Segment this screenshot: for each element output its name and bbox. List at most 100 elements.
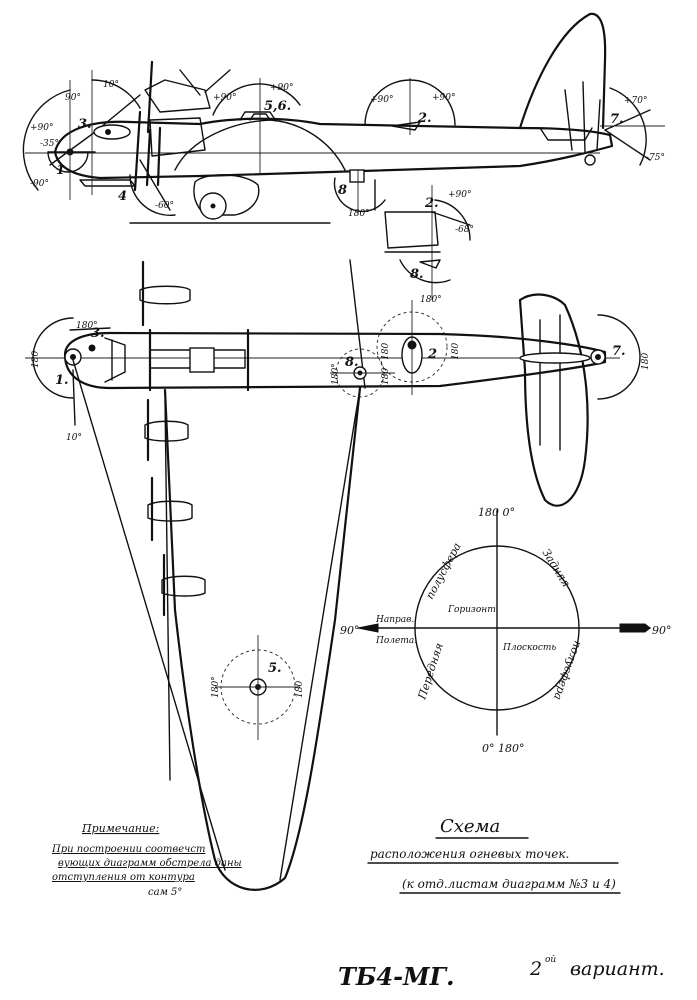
side-wheel-hub bbox=[210, 203, 216, 209]
label-side-point-1: 1 bbox=[56, 163, 65, 178]
label-plan-point-8: 8. bbox=[345, 355, 359, 370]
footer-model: ТБ4-МГ. bbox=[338, 962, 455, 991]
label-plan-8-right: 180 bbox=[381, 368, 391, 385]
label-side-180-ventral: 180° bbox=[348, 209, 370, 219]
side-view: +90° -35° -90° 10° 90° +90° +90° -60° +9… bbox=[22, 12, 665, 224]
side-hatch-ray-b bbox=[204, 69, 231, 93]
label-side-plus90-turret: +90° bbox=[213, 93, 237, 103]
plan-arc-1 bbox=[32, 317, 74, 399]
ventral-arc-bottom bbox=[399, 259, 451, 284]
side-fin-rib-1 bbox=[564, 89, 573, 151]
legend-arrow-left bbox=[357, 623, 379, 633]
ventral-ray-68 bbox=[431, 211, 471, 226]
legend-arc-top-right: Задняя bbox=[539, 547, 572, 590]
side-prop-4 bbox=[156, 126, 162, 187]
label-plan-5-left: 180° bbox=[211, 676, 221, 698]
label-side-point-7: 7. bbox=[610, 112, 624, 127]
label-plan-2-left: 180 bbox=[381, 343, 391, 360]
label-ventral-180: 180° bbox=[420, 295, 442, 305]
legend-arc-top-left: полусфера bbox=[423, 541, 464, 602]
side-ray-60 bbox=[139, 159, 171, 211]
plan-arc-3-line bbox=[69, 327, 111, 331]
plan-nacelle-2 bbox=[147, 500, 193, 522]
side-arc-7 bbox=[609, 87, 647, 166]
note-heading: Примечание: bbox=[81, 822, 159, 835]
legend-bottom-label: 0° 180° bbox=[482, 742, 525, 755]
label-ventral-plus90: +90° bbox=[448, 190, 472, 200]
label-ventral-point-2: 2. bbox=[424, 196, 439, 211]
label-side-minus60: -60° bbox=[155, 201, 174, 211]
footer-block: ТБ4-МГ. 2 ой вариант. bbox=[338, 955, 665, 991]
footer-variant-num: 2 bbox=[529, 958, 542, 980]
side-gun-8-mount bbox=[349, 169, 365, 183]
ventral-gondola bbox=[384, 211, 439, 249]
label-ventral-minus68: -68° bbox=[455, 225, 474, 235]
label-side-minus35: -35° bbox=[40, 139, 59, 149]
caption-line-1: расположения огневых точек. bbox=[370, 847, 569, 861]
legend-horizon-label: Горизонт. bbox=[447, 605, 499, 615]
plan-nacelle-top bbox=[139, 285, 191, 305]
label-plan-5-right: 180 bbox=[295, 681, 305, 698]
side-hatch-ray-a bbox=[179, 69, 201, 96]
ventral-arc-top bbox=[434, 199, 471, 241]
plan-tail-boom bbox=[519, 352, 591, 364]
legend-arrow-right bbox=[619, 623, 651, 633]
note-line-4: сам 5° bbox=[148, 887, 182, 898]
legend-diagram: 180 0° 0° 180° 90° 90° полусфера Передня… bbox=[340, 506, 672, 755]
plan-wing bbox=[163, 386, 362, 891]
plan-sight-line-wing bbox=[279, 387, 361, 881]
plan-center-engine bbox=[189, 347, 215, 373]
plan-gun-3 bbox=[88, 344, 96, 352]
label-plan-point-3: 3. bbox=[91, 326, 105, 341]
label-side-minus75: -75° bbox=[646, 153, 665, 163]
footer-variant-sup: ой bbox=[545, 955, 556, 965]
note-block: Примечание: При построении соотвечст вую… bbox=[51, 822, 242, 898]
side-arc-56 bbox=[212, 83, 301, 116]
ventral-detail: 2. 8. +90° -68° 180° bbox=[374, 179, 474, 305]
legend-plane-label: Плоскость bbox=[502, 643, 556, 653]
plan-tailplane bbox=[518, 293, 589, 507]
legend-circle bbox=[414, 545, 580, 711]
side-gun-3 bbox=[105, 129, 111, 135]
plan-sight-line-right bbox=[349, 259, 366, 389]
plan-arc-7 bbox=[597, 314, 641, 400]
label-plan-8-left: 180° bbox=[331, 363, 341, 385]
footer-variant-word: вариант. bbox=[570, 958, 665, 980]
plan-nacelle-1 bbox=[144, 420, 189, 442]
legend-right-label: 90° bbox=[652, 624, 672, 637]
label-plan-10: 10° bbox=[66, 433, 82, 443]
side-gun-3-turret bbox=[93, 124, 131, 140]
label-plan-180-tail: 180 bbox=[641, 353, 651, 370]
label-side-plus90-center: +90° bbox=[270, 83, 294, 93]
plan-ray-10 bbox=[72, 369, 76, 426]
side-tail-wheel bbox=[584, 154, 596, 166]
label-side-point-8: 8 bbox=[338, 183, 347, 198]
caption-line-2: (к отд.листам диаграмм №3 и 4) bbox=[402, 877, 616, 891]
side-fuselage bbox=[53, 117, 614, 180]
side-belly-gondola bbox=[79, 179, 136, 187]
side-gun-2 bbox=[391, 121, 421, 131]
side-arc-1 bbox=[47, 151, 89, 173]
plan-nose-glazing bbox=[104, 337, 126, 383]
side-gear-fairing bbox=[193, 174, 260, 216]
caption-block: Схема расположения огневых точек. (к отд… bbox=[367, 816, 621, 894]
side-fin-rib-3 bbox=[596, 99, 601, 151]
side-engine-nacelle bbox=[149, 117, 206, 157]
plan-gun-7 bbox=[595, 354, 601, 360]
plan-nacelle-3 bbox=[161, 575, 206, 597]
label-side-point-2: 2. bbox=[417, 111, 432, 126]
plan-fuselage bbox=[63, 331, 607, 390]
side-ray-35 bbox=[49, 131, 96, 166]
ventral-gun-8 bbox=[419, 259, 441, 269]
plan-sight-line-left bbox=[72, 359, 226, 871]
label-side-point-4: 4 bbox=[118, 189, 127, 204]
label-plan-point-2: 2 bbox=[427, 347, 437, 362]
note-line-2: вующих диаграмм обстрела даны bbox=[58, 858, 242, 869]
label-side-plus70: +70° bbox=[624, 96, 648, 106]
legend-top-label: 180 0° bbox=[478, 506, 515, 519]
side-fin-rib-2 bbox=[582, 81, 586, 153]
label-side-minus90: -90° bbox=[30, 179, 49, 189]
plan-view: 180 180° 10° 180° 180 180 180 180 180° 1… bbox=[25, 259, 651, 891]
